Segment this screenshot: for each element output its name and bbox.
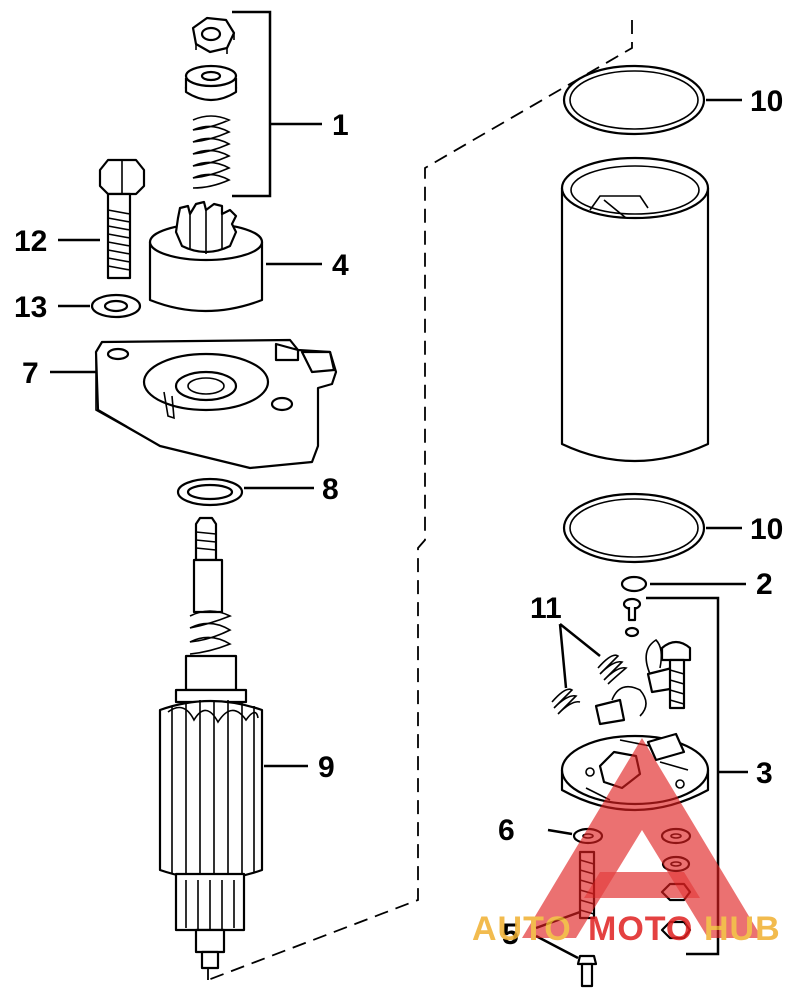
- o-ring-top: [562, 64, 706, 136]
- watermark-triangle-logo: [522, 738, 762, 938]
- pinion-stop-nut: [191, 16, 236, 54]
- watermark-text-hub: HUB: [704, 910, 781, 948]
- drive-pinion: [148, 200, 264, 313]
- brush-spring-upper: [597, 654, 628, 685]
- bracket-3: [646, 596, 720, 956]
- drive-end-cap: [94, 338, 338, 470]
- callout-9: 9: [318, 751, 335, 784]
- callout-8: 8: [322, 473, 339, 506]
- leader-6: [547, 828, 573, 836]
- watermark-text-auto: AUTO: [472, 910, 572, 948]
- callout-5: 5: [502, 918, 519, 951]
- callout-10-bottom: 10: [750, 513, 783, 546]
- terminal-bolt: [660, 640, 692, 710]
- field-frame-housing: [560, 156, 710, 462]
- assembly-dashed-outline: [207, 20, 633, 981]
- bolt-washer: [90, 293, 142, 319]
- pinion-stop-washer: [184, 64, 238, 102]
- leader-11: [558, 623, 601, 689]
- callout-12: 12: [14, 225, 47, 258]
- through-bolt: [98, 158, 146, 280]
- o-ring-bottom: [562, 492, 706, 564]
- callout-11: 11: [530, 592, 562, 625]
- terminal-screw: [622, 597, 642, 638]
- watermark-text-moto: MOTO: [588, 910, 693, 948]
- brush-spring-lower: [551, 688, 581, 715]
- bracket-1: [232, 10, 272, 198]
- pinion-spring: [192, 115, 231, 189]
- callout-13: 13: [14, 291, 47, 324]
- callout-7: 7: [22, 357, 39, 390]
- callout-2: 2: [756, 568, 773, 601]
- armature: [158, 516, 264, 970]
- end-cap-plug: [620, 575, 648, 593]
- callout-3: 3: [756, 757, 773, 790]
- callout-6: 6: [498, 814, 515, 847]
- brush-lower: [594, 685, 647, 726]
- thrust-washer: [176, 477, 244, 507]
- screw-small: [576, 954, 598, 988]
- automotohub-watermark: AUTO MOTO HUB: [472, 738, 781, 948]
- callout-4: 4: [332, 249, 349, 282]
- callout-10-top: 10: [750, 85, 783, 118]
- callout-1: 1: [332, 109, 349, 142]
